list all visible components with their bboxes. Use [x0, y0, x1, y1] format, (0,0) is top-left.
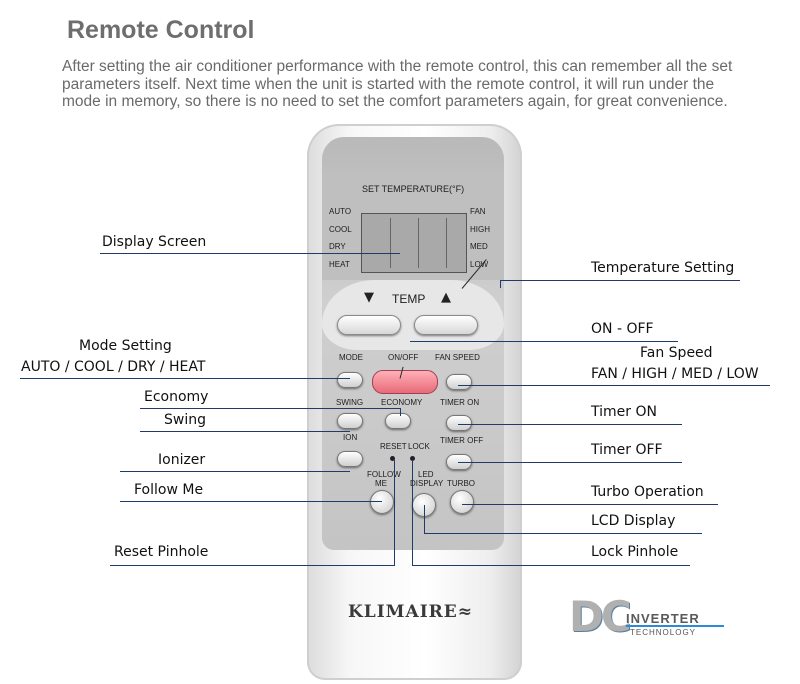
fan-level-low-label: LOW: [470, 260, 489, 269]
callout-fan-options: FAN / HIGH / MED / LOW: [591, 366, 759, 382]
follow-me-label-line2: ME: [375, 479, 387, 488]
brand-logo: KLIMAIRE≈: [348, 602, 473, 622]
swing-button-label: SWING: [336, 398, 364, 407]
follow-me-line: [120, 501, 382, 502]
dc-logo-text: DC: [569, 592, 632, 641]
temp-down-arrow-icon: ▼: [364, 290, 374, 305]
reset-pinhole[interactable]: [390, 456, 395, 461]
lock-pinhole-line: [412, 565, 690, 566]
timer-on-line: [458, 424, 682, 425]
temperature-leader: [500, 280, 501, 288]
economy-button[interactable]: [385, 413, 411, 429]
fan-speed-button-label: FAN SPEED: [435, 353, 480, 362]
set-temperature-label: SET TEMPERATURE(°F): [362, 184, 465, 194]
callout-turbo-operation: Turbo Operation: [591, 484, 704, 500]
mode-cool-label: COOL: [329, 225, 352, 234]
display-screen-line: [100, 253, 400, 254]
logo-underline: [626, 625, 724, 627]
callout-mode-options: AUTO / COOL / DRY / HEAT: [21, 359, 206, 375]
callout-on-off: ON - OFF: [591, 321, 654, 337]
led-display-label-line2: DISPLAY: [410, 479, 444, 488]
callout-ionizer: Ionizer: [158, 452, 206, 468]
on-off-line: [410, 341, 678, 342]
lock-pinhole[interactable]: [410, 456, 415, 461]
callout-timer-off: Timer OFF: [591, 442, 663, 458]
timer-on-button-label: TIMER ON: [440, 398, 480, 407]
reset-pinhole-line: [110, 565, 394, 566]
fan-speed-line: [458, 385, 770, 386]
fan-level-med-label: MED: [470, 242, 488, 251]
mode-auto-label: AUTO: [329, 207, 352, 216]
inverter-logo-text: INVERTER: [626, 611, 700, 626]
turbo-button-label: TURBO: [447, 479, 475, 488]
economy-line: [140, 408, 400, 409]
lcd-display-leader: [424, 505, 425, 534]
intro-paragraph: After setting the air conditioner perfor…: [62, 58, 733, 110]
dc-inverter-logo: DC: [569, 592, 632, 641]
follow-me-button[interactable]: [370, 490, 394, 514]
fan-level-fan-label: FAN: [470, 207, 486, 216]
temperature-setting-line: [500, 280, 740, 281]
follow-me-label-line1: FOLLOW: [367, 470, 401, 479]
ionizer-line: [120, 471, 350, 472]
economy-button-label: ECONOMY: [381, 398, 423, 407]
reset-label: RESET: [380, 442, 407, 451]
callout-reset-pinhole: Reset Pinhole: [114, 544, 209, 560]
mode-heat-label: HEAT: [329, 260, 350, 269]
callout-follow-me: Follow Me: [134, 482, 204, 498]
lcd-segment: [390, 218, 391, 268]
economy-leader: [400, 408, 401, 416]
callout-lcd-display: LCD Display: [591, 513, 676, 529]
temp-label: TEMP: [392, 292, 426, 306]
lcd-display-line: [424, 533, 702, 534]
mode-button-label: MODE: [339, 353, 363, 362]
page-title: Remote Control: [67, 16, 255, 44]
on-off-button-label: ON/OFF: [388, 353, 419, 362]
technology-logo-text: TECHNOLOGY: [630, 628, 697, 637]
timer-on-button[interactable]: [446, 415, 472, 431]
fan-speed-button[interactable]: [446, 374, 472, 390]
temp-down-button[interactable]: [337, 315, 401, 335]
fan-level-high-label: HIGH: [470, 225, 490, 234]
callout-display-screen: Display Screen: [102, 234, 207, 250]
ion-button-label: ION: [343, 433, 358, 442]
turbo-operation-line: [462, 504, 718, 505]
swing-button[interactable]: [337, 413, 363, 429]
temp-up-button[interactable]: [414, 315, 478, 335]
callout-temperature-setting: Temperature Setting: [591, 260, 735, 276]
callout-lock-pinhole: Lock Pinhole: [591, 544, 679, 560]
callout-timer-on: Timer ON: [591, 404, 657, 420]
timer-off-button-label: TIMER OFF: [440, 436, 484, 445]
swing-line: [140, 431, 350, 432]
mode-setting-line: [20, 378, 350, 379]
callout-swing: Swing: [164, 412, 206, 428]
led-display-label-line1: LED: [418, 470, 434, 479]
on-off-button[interactable]: [372, 370, 438, 394]
turbo-button[interactable]: [450, 490, 474, 514]
reset-pinhole-leader: [394, 460, 395, 566]
lcd-screen: [361, 213, 467, 273]
lcd-segment: [418, 218, 419, 268]
callout-economy: Economy: [144, 389, 209, 405]
lcd-segment: [446, 218, 447, 268]
ion-button[interactable]: [337, 451, 363, 467]
mode-dry-label: DRY: [329, 242, 346, 251]
lock-label: LOCK: [408, 442, 430, 451]
temp-up-arrow-icon: ▲: [441, 290, 451, 305]
callout-mode-setting: Mode Setting: [79, 338, 172, 354]
mode-button[interactable]: [337, 372, 363, 388]
callout-fan-speed: Fan Speed: [640, 345, 713, 361]
timer-off-line: [458, 462, 682, 463]
lock-pinhole-leader: [412, 460, 413, 566]
